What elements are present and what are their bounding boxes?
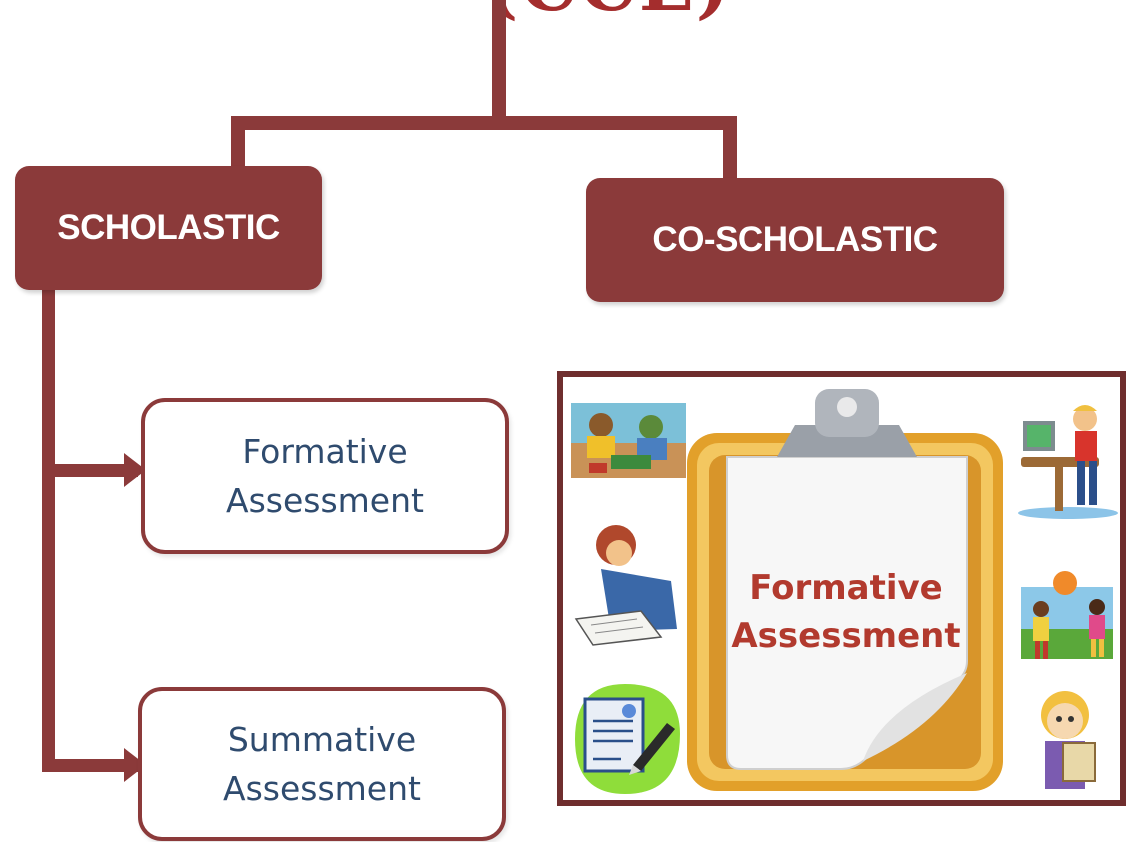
clipboard-text-line1: Formative: [749, 568, 942, 608]
formative-assessment-box: Formative Assessment: [141, 398, 509, 554]
summative-assessment-box: Summative Assessment: [138, 687, 506, 841]
formative-line2: Assessment: [226, 481, 424, 520]
scholastic-drop-connector: [231, 116, 245, 176]
clipboard-icon: [687, 389, 1003, 791]
computer-user-icon: [1018, 405, 1118, 519]
co-scholastic-label: CO-SCHOLASTIC: [652, 220, 938, 259]
formative-branch-connector: [42, 464, 138, 477]
clipboard-text-line2: Assessment: [731, 616, 960, 656]
students-study-icon: [571, 403, 686, 478]
test-paper-icon: [575, 684, 680, 794]
writing-student-icon: [574, 525, 677, 646]
formative-arrow-head: [124, 453, 146, 487]
formative-line1: Formative: [242, 431, 408, 471]
diagram-title: (CCE): [478, 0, 738, 27]
trunk-connector: [492, 0, 506, 126]
picture-illustration: Formative Assessment: [571, 389, 1118, 794]
formative-assessment-picture: Formative Assessment: [557, 371, 1126, 806]
ball-play-icon: [1021, 571, 1113, 659]
co-scholastic-box: CO-SCHOLASTIC: [586, 178, 1004, 302]
branch-connector: [231, 116, 737, 130]
scholastic-box: SCHOLASTIC: [15, 166, 322, 290]
summative-line1: Summative: [227, 719, 417, 759]
summative-branch-connector: [42, 759, 138, 772]
summative-line2: Assessment: [223, 769, 421, 808]
reading-child-icon: [1041, 691, 1096, 789]
co-scholastic-drop-connector: [723, 116, 737, 188]
scholastic-label: SCHOLASTIC: [57, 208, 280, 247]
scholastic-stem-connector: [42, 280, 55, 772]
